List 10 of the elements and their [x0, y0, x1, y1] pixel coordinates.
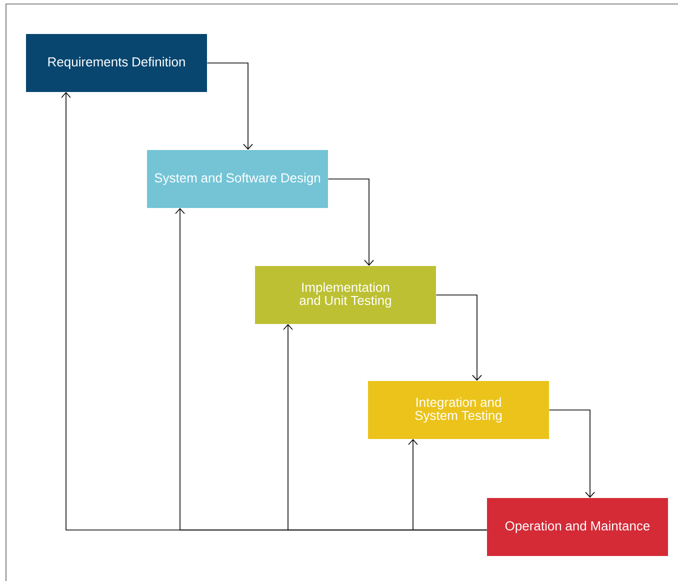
process-box: Operation and Maintance — [487, 498, 668, 556]
arrow — [328, 178, 374, 266]
arrow — [61, 92, 488, 530]
process-box: Implementation and Unit Testing — [255, 266, 436, 324]
process-box: System and Software Design — [147, 150, 328, 208]
process-box: Requirements Definition — [26, 34, 207, 92]
arrow — [436, 294, 482, 381]
arrow — [206, 62, 253, 150]
process-box: Integration and System Testing — [368, 381, 549, 439]
arrow — [548, 410, 595, 498]
